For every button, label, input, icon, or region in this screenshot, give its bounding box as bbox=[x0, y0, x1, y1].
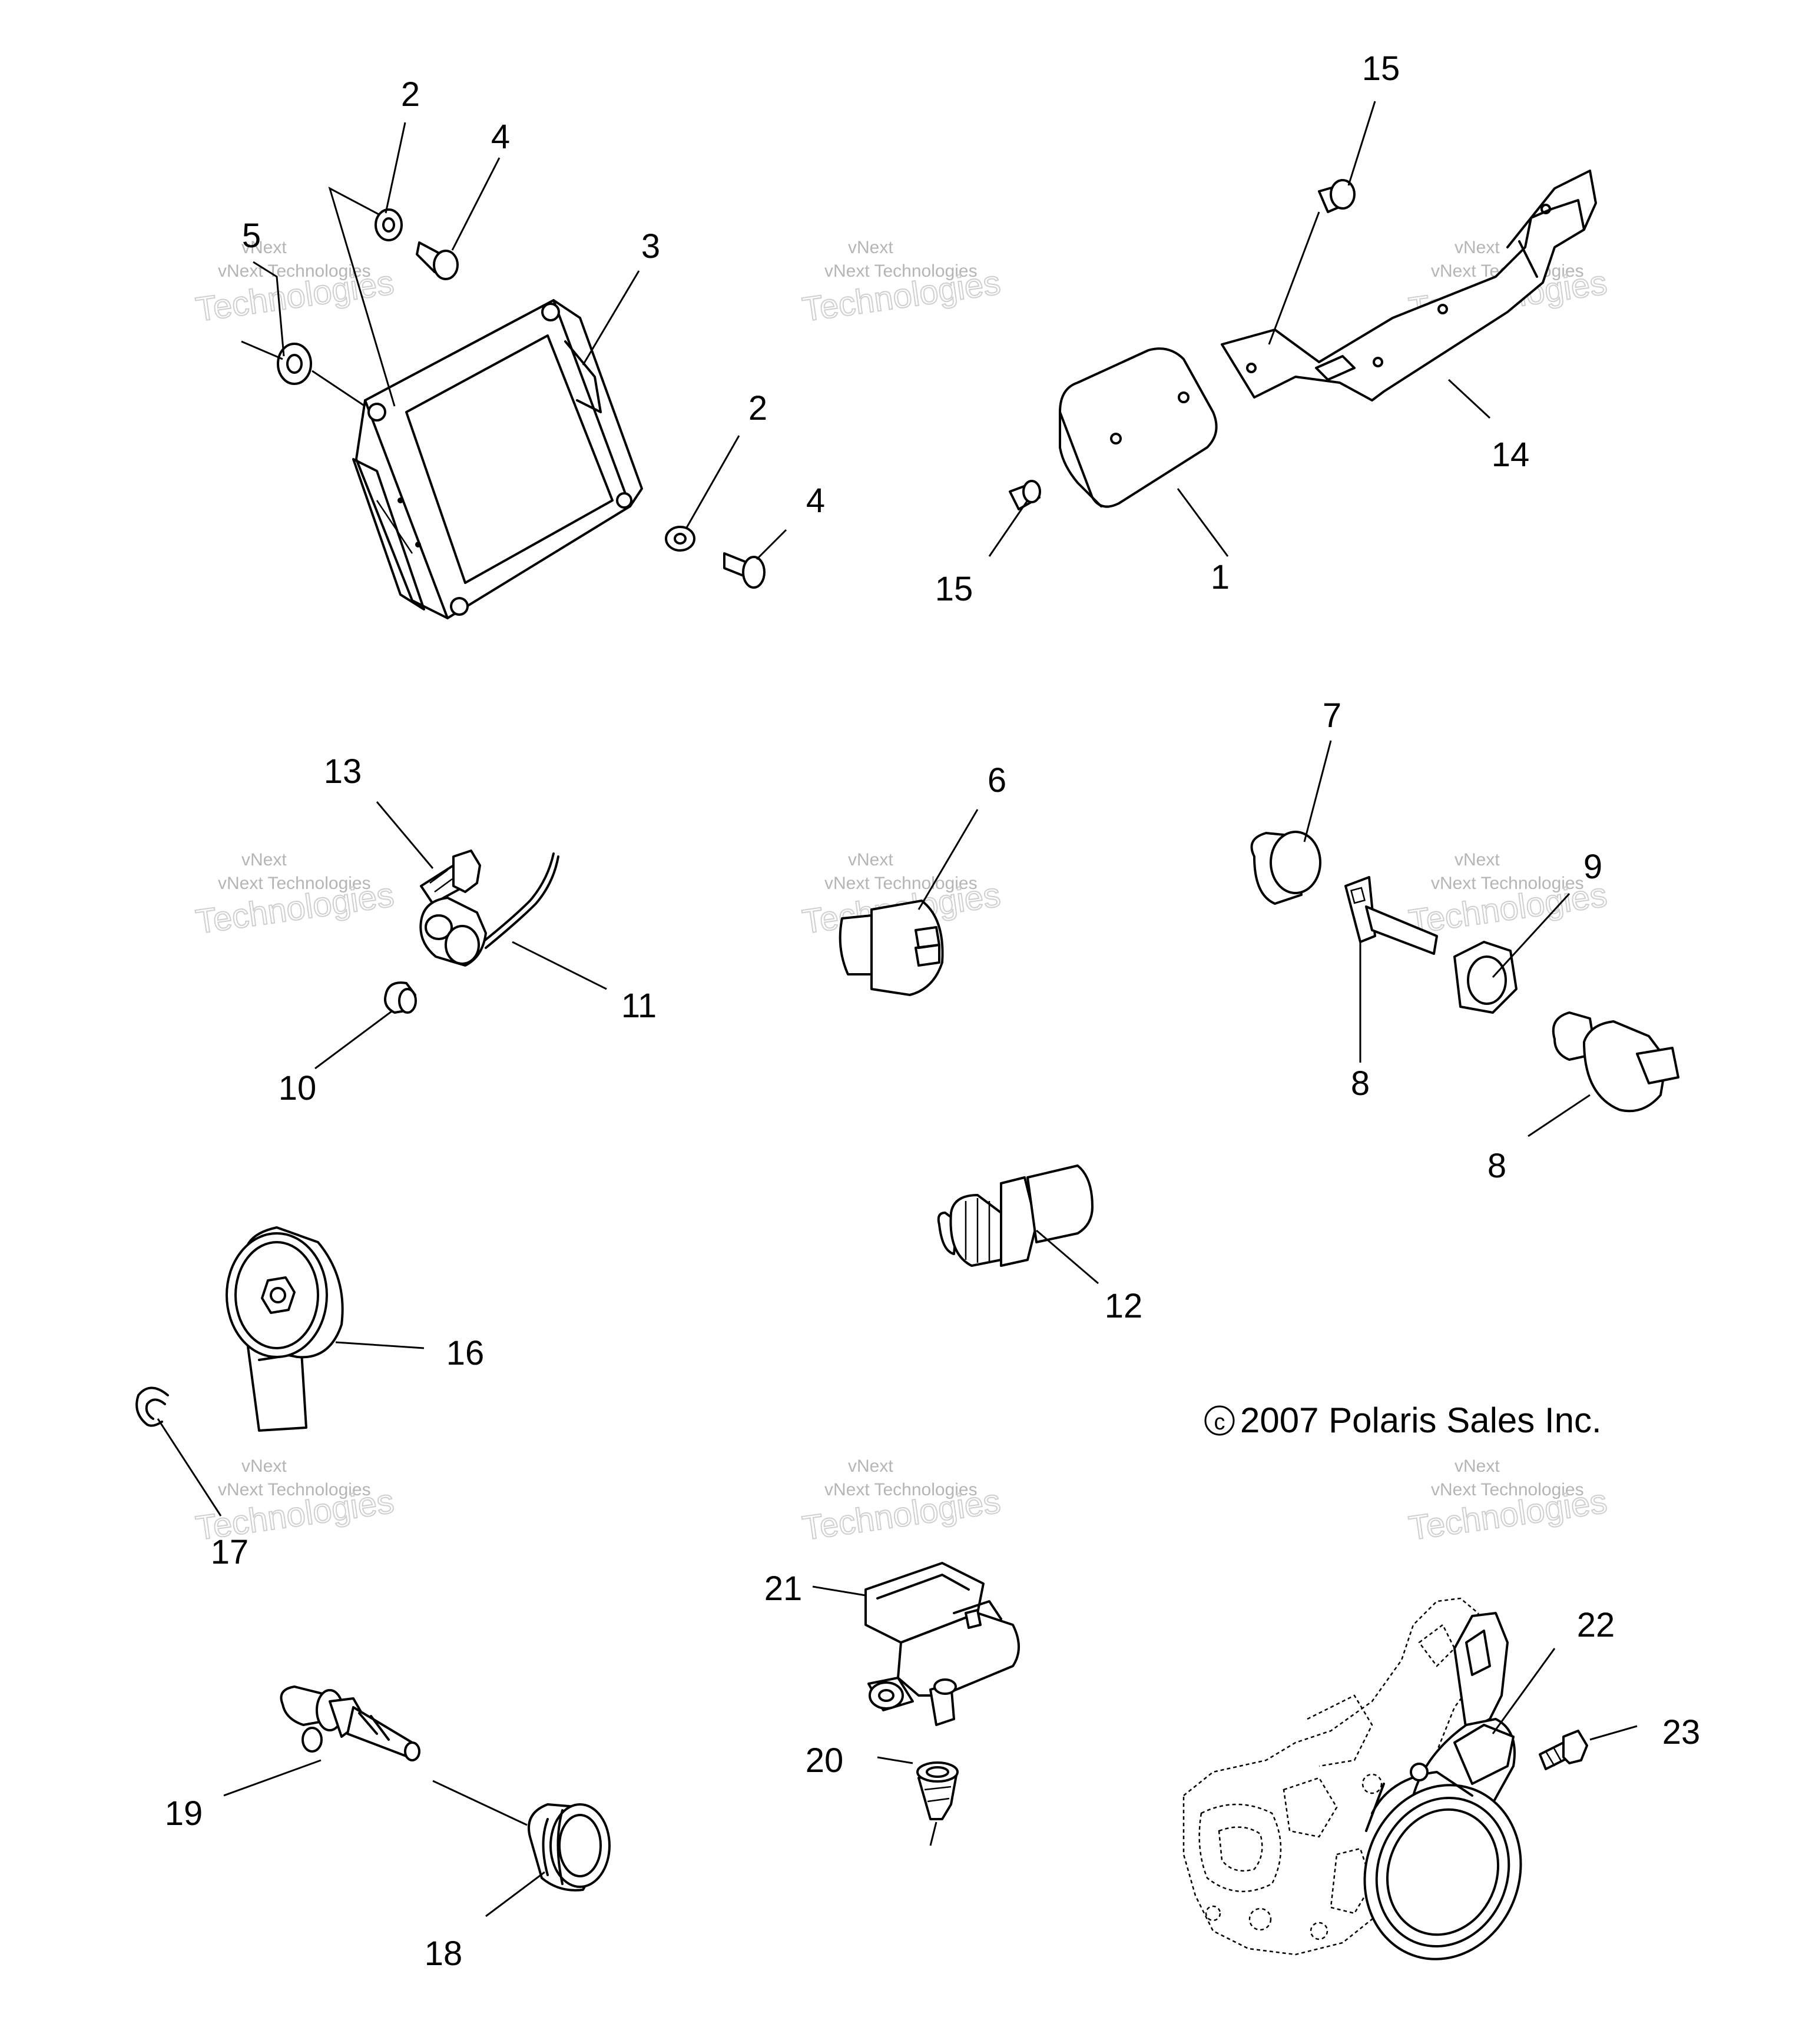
callout-8: 8 bbox=[1487, 1147, 1506, 1185]
watermark-top: vNext bbox=[848, 1456, 893, 1476]
part-15-screw-upper[interactable] bbox=[1318, 179, 1356, 213]
part-19-injector[interactable] bbox=[280, 1685, 420, 1761]
part-12-temp-sensor[interactable] bbox=[937, 1164, 1094, 1267]
watermark: vNext vNext Technologies Technologies bbox=[1406, 850, 1610, 942]
part-3-ecu-module[interactable] bbox=[352, 299, 643, 619]
callout-2: 2 bbox=[748, 389, 767, 427]
callout-12: 12 bbox=[1105, 1287, 1143, 1325]
callout-6: 6 bbox=[988, 761, 1006, 799]
watermark: vNext vNext Technologies Technologies bbox=[193, 850, 397, 942]
callout-7: 7 bbox=[1323, 696, 1341, 735]
part-17-clip-ring[interactable] bbox=[135, 1386, 169, 1427]
callout-8: 8 bbox=[1351, 1064, 1370, 1103]
part-10-plug[interactable] bbox=[384, 981, 417, 1014]
watermark-middle: vNext Technologies bbox=[218, 874, 371, 893]
watermark-middle: vNext Technologies bbox=[824, 261, 978, 281]
copyright-symbol-circle bbox=[1204, 1405, 1235, 1436]
part-14-bracket[interactable] bbox=[1221, 170, 1597, 402]
part-4-bolt-lower[interactable] bbox=[723, 552, 766, 589]
watermark-top: vNext bbox=[1455, 238, 1500, 257]
callout-14: 14 bbox=[1492, 436, 1530, 474]
part-9-nut[interactable] bbox=[1453, 941, 1518, 1014]
callout-5: 5 bbox=[242, 217, 261, 255]
watermark-middle: vNext Technologies bbox=[824, 1480, 978, 1499]
part-11-sensor-with-wire[interactable] bbox=[419, 852, 559, 967]
callout-19: 19 bbox=[165, 1794, 203, 1833]
callout-2: 2 bbox=[401, 75, 420, 114]
watermark: vNext vNext Technologies Technologies bbox=[1406, 1456, 1610, 1548]
callout-10: 10 bbox=[279, 1069, 317, 1107]
callout-15: 15 bbox=[1362, 49, 1400, 88]
part-23-screw[interactable] bbox=[1539, 1730, 1588, 1770]
callout-15: 15 bbox=[935, 570, 973, 608]
callout-18: 18 bbox=[425, 1934, 463, 1973]
part-22-throttle-body-assembly[interactable] bbox=[1182, 1597, 1545, 1981]
callout-13: 13 bbox=[324, 752, 362, 791]
watermark: vNext vNext Technologies Technologies bbox=[800, 1456, 1003, 1548]
part-6-sensor[interactable] bbox=[839, 900, 944, 996]
watermark-middle: vNext Technologies bbox=[1431, 1480, 1584, 1499]
watermark-top: vNext bbox=[241, 850, 287, 870]
callout-4: 4 bbox=[491, 118, 510, 156]
part-16-knock-sensor[interactable] bbox=[226, 1226, 344, 1432]
part-18-grommet[interactable] bbox=[528, 1803, 611, 1892]
watermark-middle: vNext Technologies bbox=[218, 1480, 371, 1499]
watermark-top: vNext bbox=[241, 1456, 287, 1476]
part-2-washer-lower[interactable] bbox=[665, 526, 695, 552]
watermark-middle: vNext Technologies bbox=[218, 261, 371, 281]
part-15-screw-lower[interactable] bbox=[1009, 480, 1041, 510]
callout-22: 22 bbox=[1577, 1606, 1615, 1644]
callout-23: 23 bbox=[1662, 1713, 1701, 1751]
part-7-cap[interactable] bbox=[1250, 831, 1321, 905]
callout-9: 9 bbox=[1583, 848, 1602, 886]
copyright-symbol: c bbox=[1214, 1410, 1225, 1435]
callout-1: 1 bbox=[1211, 558, 1230, 596]
part-4-bolt-upper[interactable] bbox=[416, 241, 459, 280]
part-2-washer-upper[interactable] bbox=[375, 208, 403, 241]
callout-4: 4 bbox=[806, 482, 825, 520]
leader-lines bbox=[157, 101, 1638, 1917]
watermark-top: vNext bbox=[1455, 850, 1500, 870]
watermark-top: vNext bbox=[241, 238, 287, 257]
callout-21: 21 bbox=[764, 1570, 803, 1608]
callout-3: 3 bbox=[641, 227, 660, 266]
callout-17: 17 bbox=[211, 1533, 249, 1571]
callout-16: 16 bbox=[446, 1334, 485, 1372]
callout-20: 20 bbox=[806, 1741, 844, 1780]
watermark-top: vNext bbox=[848, 850, 893, 870]
part-20-seal[interactable] bbox=[916, 1761, 959, 1820]
watermark-middle: vNext Technologies bbox=[1431, 874, 1584, 893]
copyright-text: 2007 Polaris Sales Inc. bbox=[1240, 1401, 1602, 1440]
callout-11: 11 bbox=[621, 987, 657, 1025]
part-8-switch[interactable] bbox=[1552, 1011, 1679, 1113]
watermark-top: vNext bbox=[1455, 1456, 1500, 1476]
part-21-map-sensor[interactable] bbox=[864, 1562, 1020, 1726]
callout-labels: 2 4 5 3 2 4 15 14 15 1 7 13 6 9 11 10 8 … bbox=[165, 49, 1701, 1973]
watermark-middle: vNext Technologies bbox=[824, 874, 978, 893]
part-8-clip[interactable] bbox=[1344, 876, 1438, 955]
part-13-bolt[interactable] bbox=[420, 850, 481, 905]
watermark-top: vNext bbox=[848, 238, 893, 257]
watermark: vNext vNext Technologies Technologies bbox=[193, 238, 397, 330]
part-5-grommet[interactable] bbox=[277, 343, 312, 385]
part-1-cover-box[interactable] bbox=[1059, 347, 1218, 508]
copyright-notice: c 2007 Polaris Sales Inc. bbox=[1204, 1401, 1602, 1440]
watermark: vNext vNext Technologies Technologies bbox=[800, 238, 1003, 330]
